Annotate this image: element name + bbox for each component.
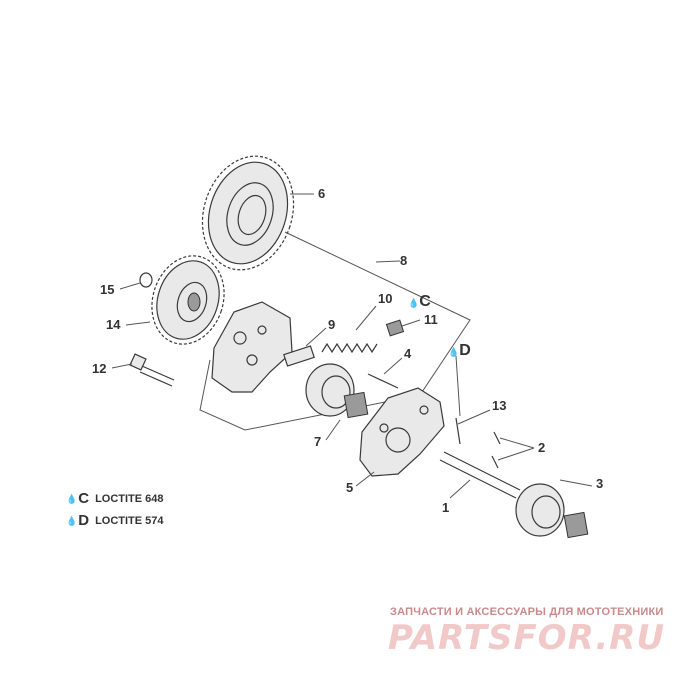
plunger: [283, 345, 315, 367]
callout-3: 3: [596, 476, 604, 491]
pin-upper: [493, 431, 501, 445]
callout-2: 2: [538, 440, 546, 455]
circlip: [139, 272, 153, 288]
legend-code: D: [78, 512, 90, 529]
gear-large: [201, 155, 295, 271]
callout-d-letter: D: [459, 342, 471, 359]
bolt: [129, 353, 175, 387]
callout-8: 8: [400, 253, 408, 268]
callout-c-letter: C: [419, 293, 431, 310]
watermark-subtitle: ЗАПЧАСТИ И АКСЕССУАРЫ ДЛЯ МОТОТЕХНИКИ: [390, 606, 664, 618]
rotor: [515, 483, 589, 539]
pin-lower: [491, 455, 499, 469]
callout-14: 14: [106, 317, 121, 332]
plug: [385, 319, 405, 337]
pump-cover: [359, 387, 445, 477]
legend-code: C: [78, 490, 90, 507]
callout-4: 4: [404, 346, 412, 361]
callout-9: 9: [328, 317, 336, 332]
callout-d: 💧D: [448, 342, 471, 359]
rotor-set: [305, 363, 369, 419]
callout-13: 13: [492, 398, 507, 413]
callout-15: 15: [100, 282, 115, 297]
callout-7: 7: [314, 434, 322, 449]
pin: [367, 373, 399, 389]
spring: [321, 342, 378, 354]
callout-6: 6: [318, 186, 326, 201]
callout-10: 10: [378, 291, 393, 306]
drop-icon: 💧: [66, 516, 78, 526]
gear-medium: [151, 255, 225, 345]
callout-11: 11: [424, 312, 438, 327]
pump-housing: [211, 301, 293, 393]
legend-text: LOCTITE 648: [95, 493, 164, 505]
legend-text: LOCTITE 574: [95, 515, 164, 527]
callout-1: 1: [442, 500, 450, 515]
callout-5: 5: [346, 480, 354, 495]
shaft: [439, 451, 521, 499]
legend-row-c: 💧C LOCTITE 648: [66, 490, 164, 507]
drop-icon: 💧: [66, 494, 78, 504]
dowel: [455, 417, 461, 445]
legend-row-d: 💧D LOCTITE 574: [66, 512, 164, 529]
callout-c: 💧C: [408, 293, 431, 310]
callout-12: 12: [92, 361, 107, 376]
watermark-logo: PARTSFOR.RU: [388, 618, 666, 658]
